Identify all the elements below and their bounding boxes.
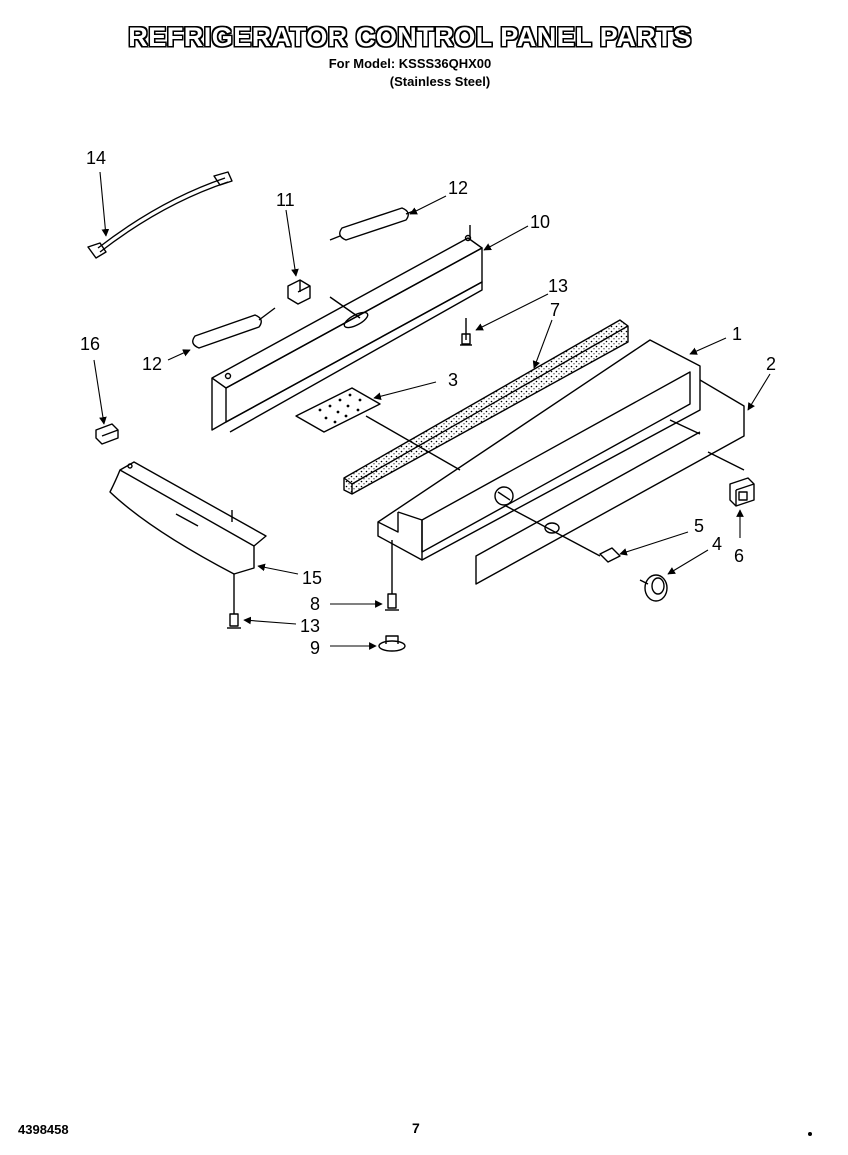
corner-mark: [808, 1132, 812, 1136]
part-13-screw-upper: [460, 318, 472, 346]
part-7-gasket-strip: [343, 319, 629, 495]
part-15-trim-panel: [109, 461, 267, 575]
callout-7: 7: [550, 300, 560, 320]
callout-12-lower: 12: [142, 354, 162, 374]
part-1-control-housing: [377, 339, 701, 561]
callout-5: 5: [694, 516, 704, 536]
page-number: 7: [412, 1120, 420, 1136]
callout-16: 16: [80, 334, 100, 354]
part-16-connector: [95, 423, 119, 445]
part-6-switch: [729, 477, 755, 507]
callout-4: 4: [712, 534, 722, 554]
callout-12-upper: 12: [448, 178, 468, 198]
part-9-foot: [378, 635, 406, 652]
callout-10: 10: [530, 212, 550, 232]
model-line: For Model: KSSS36QHX00: [328, 56, 492, 71]
document-number: 4398458: [18, 1122, 69, 1137]
part-4-knob: [639, 574, 668, 602]
part-5-label: [599, 547, 621, 563]
part-13-screw-lower: [227, 574, 241, 629]
page-title: REFRIGERATOR CONTROL PANEL PARTS: [128, 22, 692, 52]
leader-arrows: [93, 171, 771, 650]
part-14-wire-harness: [87, 171, 233, 259]
part-2-control-panel-front: [475, 379, 745, 585]
finish-line: (Stainless Steel): [389, 74, 491, 89]
part-12-thermistor-lower: [192, 307, 276, 349]
callout-9: 9: [310, 638, 320, 658]
callout-8: 8: [310, 594, 320, 614]
callout-13-lower: 13: [300, 616, 320, 636]
part-12-thermistor-upper: [329, 207, 417, 241]
callout-13-upper: 13: [548, 276, 568, 296]
part-10-mounting-bracket: [211, 225, 483, 433]
callout-11: 11: [276, 190, 295, 210]
part-8-screw: [385, 540, 399, 611]
part-11-clip: [287, 279, 311, 305]
callout-1: 1: [732, 324, 742, 344]
callout-2: 2: [766, 354, 776, 374]
callout-6: 6: [734, 546, 744, 566]
callout-3: 3: [448, 370, 458, 390]
callout-14: 14: [86, 148, 106, 168]
callout-15: 15: [302, 568, 322, 588]
model-info: For Model: KSSS36QHX00 (Stainless Steel): [300, 55, 520, 91]
callout-labels: 14 11 12 10 13 7 16 12 1 2 3 5 4 6 15 8 …: [80, 148, 776, 658]
